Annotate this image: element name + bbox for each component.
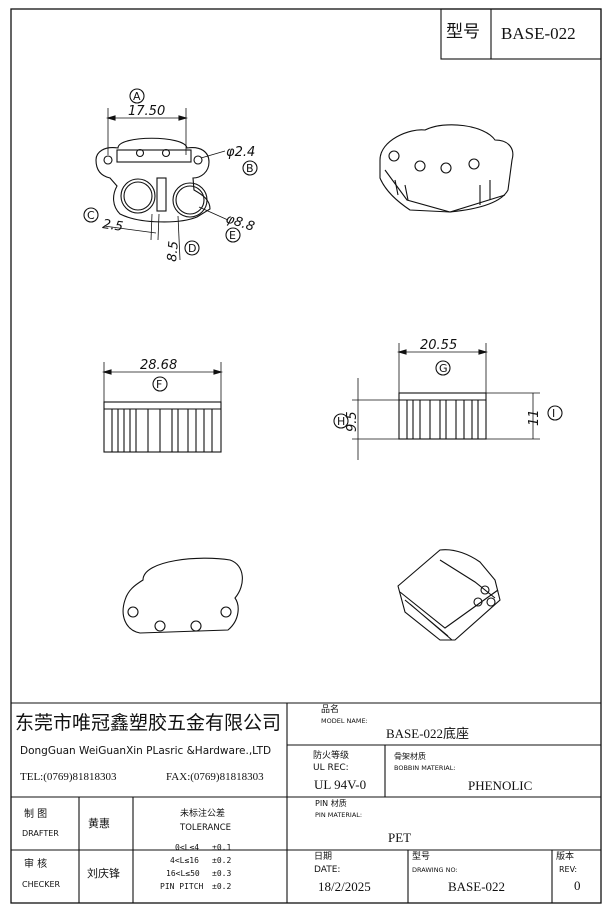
title-block-lines bbox=[11, 702, 601, 903]
drafter-label-en: DRAFTER bbox=[22, 829, 59, 838]
date-label-cn: 日期 bbox=[314, 852, 333, 862]
company-name-cn: 东莞市唯冠鑫塑胶五金有限公司 bbox=[15, 712, 282, 734]
ul-value: UL 94V-0 bbox=[314, 777, 367, 792]
bottom-view bbox=[122, 557, 243, 634]
model-name-label-cn: 品名 bbox=[321, 705, 340, 715]
pin-value: PET bbox=[388, 830, 412, 845]
marker-g: G bbox=[439, 362, 448, 375]
tolerance-row-4-value: ±0.2 bbox=[212, 882, 232, 891]
marker-f: F bbox=[156, 378, 162, 391]
marker-a: A bbox=[133, 90, 141, 103]
drafter-label-cn: 制 图 bbox=[24, 809, 48, 820]
header-model-value: BASE-022 bbox=[501, 24, 576, 43]
drawing-label-en: DRAWING NO: bbox=[412, 866, 458, 874]
dim-top-offset: 2.5 bbox=[101, 217, 124, 235]
pin-label-cn: PIN 材质 bbox=[315, 799, 347, 808]
iso-view-bottom bbox=[397, 549, 501, 641]
checker-name: 刘庆锋 bbox=[87, 867, 120, 880]
side-view bbox=[333, 343, 563, 460]
top-view bbox=[83, 88, 258, 261]
rev-label-en: REV: bbox=[559, 865, 578, 874]
markers: A B C D E F G H I bbox=[87, 90, 555, 428]
bobbin-value: PHENOLIC bbox=[468, 778, 533, 793]
pin-label-en: PIN MATERIAL: bbox=[315, 811, 363, 819]
date-label-en: DATE: bbox=[314, 865, 341, 875]
tolerance-row-1-value: ±0.1 bbox=[212, 843, 232, 852]
drawing-value: BASE-022 bbox=[448, 879, 506, 894]
bobbin-label-cn: 骨架材质 bbox=[394, 752, 426, 761]
dimension-values: 17.50 φ2.4 φ8.8 2.5 8.5 28.68 20.55 9.5 … bbox=[101, 104, 542, 432]
tolerance-label-cn: 未标注公差 bbox=[180, 809, 226, 819]
marker-c: C bbox=[87, 209, 95, 222]
iso-view-top bbox=[379, 124, 514, 213]
model-name-value: BASE-022底座 bbox=[386, 726, 470, 741]
front-view bbox=[101, 362, 224, 453]
bobbin-label-en: BOBBIN MATERIAL: bbox=[394, 764, 456, 772]
header-box bbox=[440, 8, 602, 60]
checker-label-en: CHECKER bbox=[22, 880, 61, 889]
model-name-label-en: MODEL NAME: bbox=[321, 717, 368, 725]
dim-side-width: 20.55 bbox=[420, 338, 457, 353]
tolerance-row-1-range: 0<L≤4 bbox=[175, 843, 200, 852]
drawing-label-cn: 型号 bbox=[412, 852, 431, 862]
drafter-name: 黄惠 bbox=[88, 817, 110, 830]
date-value: 18/2/2025 bbox=[318, 879, 371, 894]
company-fax: FAX:(0769)81818303 bbox=[166, 771, 264, 783]
rev-value: 0 bbox=[574, 878, 581, 893]
tolerance-row-3-value: ±0.3 bbox=[212, 869, 232, 878]
dim-front-width: 28.68 bbox=[140, 358, 177, 373]
marker-e: E bbox=[229, 229, 236, 242]
tolerance-row-4-range: PIN PITCH bbox=[160, 882, 204, 891]
marker-i: I bbox=[552, 407, 555, 420]
rev-label-cn: 版本 bbox=[556, 852, 575, 862]
dim-top-width: 17.50 bbox=[128, 104, 165, 119]
marker-b: B bbox=[246, 162, 254, 175]
sheet-border bbox=[10, 8, 602, 904]
tolerance-row-2-range: 4<L≤16 bbox=[170, 856, 199, 865]
ul-label-cn: 防火等级 bbox=[313, 751, 350, 761]
marker-h: H bbox=[337, 415, 345, 428]
company-name-en: DongGuan WeiGuanXin PLasric &Hardware.,L… bbox=[20, 745, 272, 757]
dim-top-hole: φ2.4 bbox=[226, 145, 255, 160]
dim-side-height-total: 11 bbox=[527, 409, 542, 426]
ul-label-en: UL REC: bbox=[313, 763, 349, 773]
tolerance-row-3-range: 16<L≤50 bbox=[166, 869, 200, 878]
dim-top-pitch: 8.5 bbox=[165, 240, 182, 262]
tolerance-row-2-value: ±0.2 bbox=[212, 856, 232, 865]
marker-d: D bbox=[188, 242, 196, 255]
header-model-label: 型号 bbox=[446, 22, 480, 42]
checker-label-cn: 审 核 bbox=[24, 859, 48, 870]
company-tel: TEL:(0769)81818303 bbox=[20, 771, 117, 783]
tolerance-label-en: TOLERANCE bbox=[180, 823, 232, 833]
dim-side-height-inner: 9.5 bbox=[345, 411, 360, 432]
